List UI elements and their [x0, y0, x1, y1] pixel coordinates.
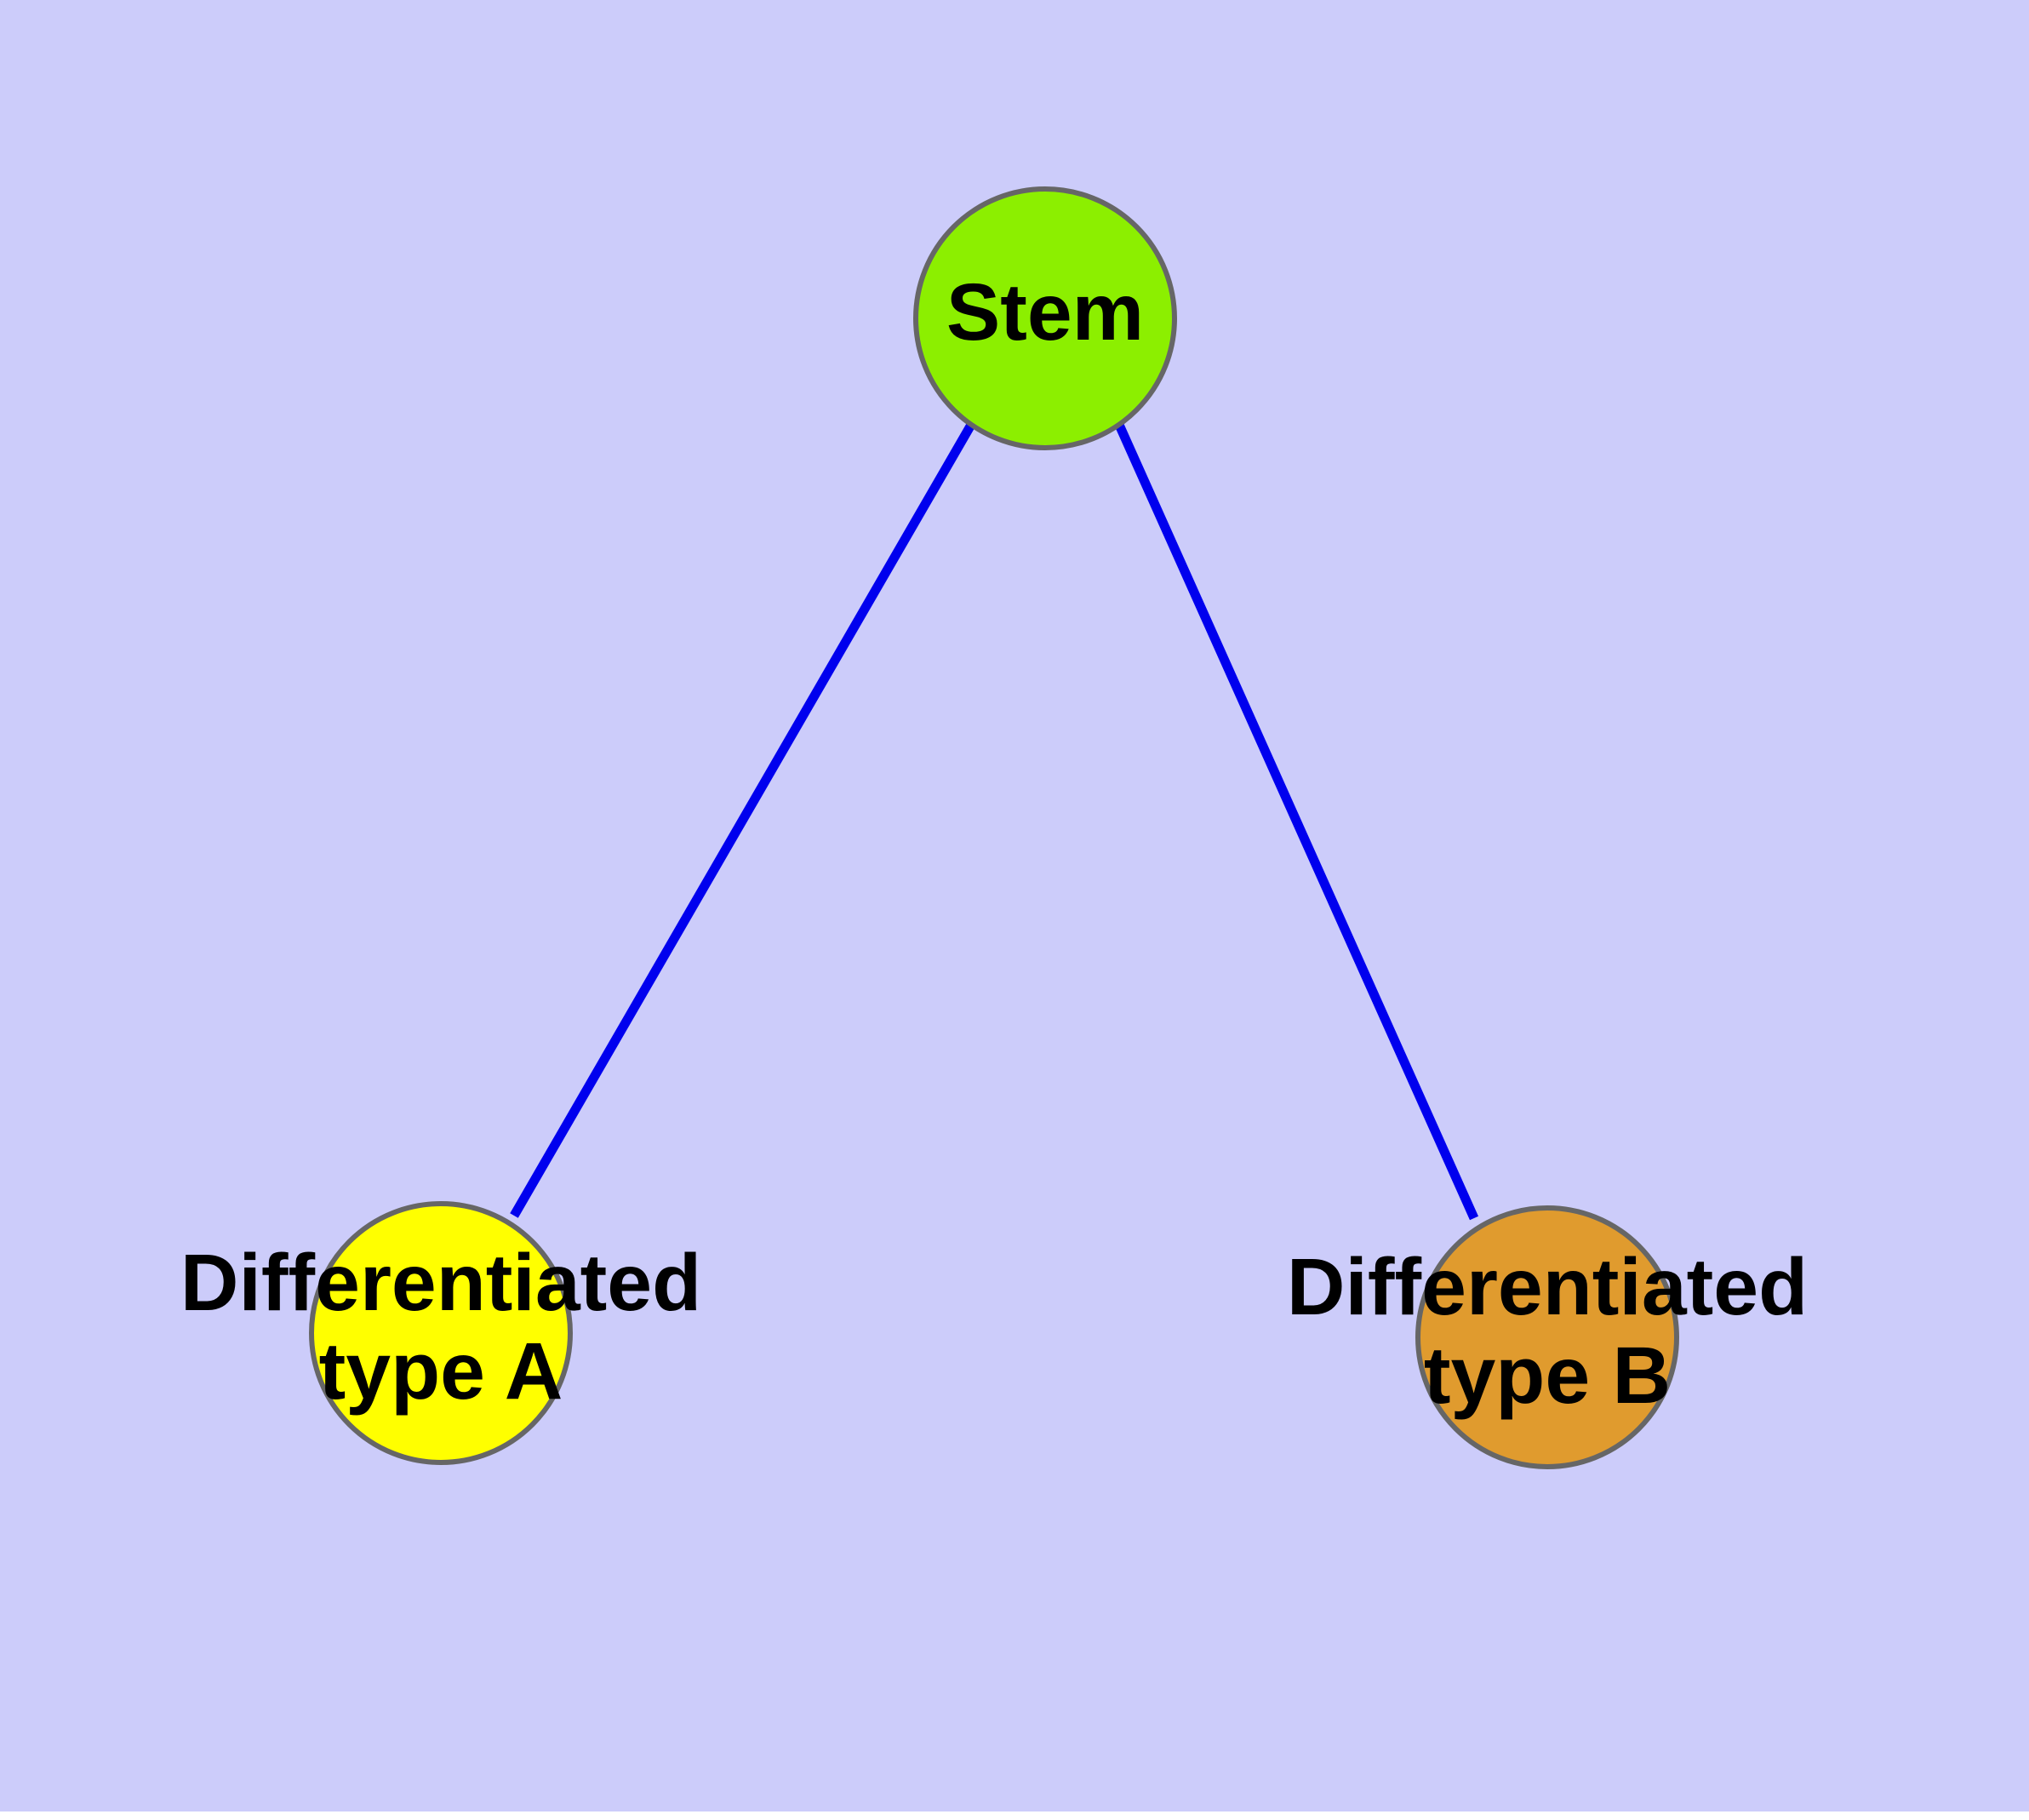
- edge-stem-to-differentiated-type-a[interactable]: [510, 422, 975, 1218]
- edge-layer: [510, 422, 1479, 1221]
- node-label-line: type B: [1424, 1331, 1671, 1421]
- node-differentiated-type-b-circle[interactable]: [1415, 1205, 1679, 1469]
- node-label-line: Differentiated: [180, 1238, 701, 1328]
- node-stem-label: Stem: [946, 267, 1144, 358]
- node-label-line: type A: [319, 1326, 563, 1417]
- node-label-line: Differentiated: [1287, 1242, 1808, 1332]
- node-differentiated-type-a-circle[interactable]: [309, 1201, 573, 1465]
- node-stem-circle[interactable]: [913, 186, 1177, 450]
- node-stem[interactable]: Stem: [913, 186, 1177, 450]
- edge-stem-to-differentiated-type-b[interactable]: [1114, 422, 1479, 1221]
- node-label-line: Stem: [946, 267, 1144, 358]
